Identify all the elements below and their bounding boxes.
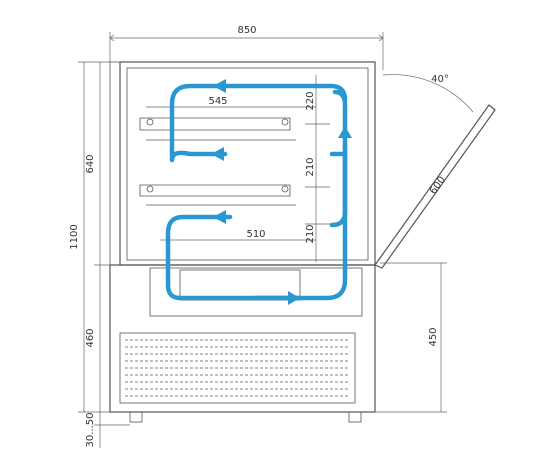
dim-shelf1-depth: 545 [208,96,227,107]
dim-glass-angle: 40° [431,74,449,85]
dim-lower-height: 460 [85,328,96,347]
airflow-arrow [165,79,352,305]
dim-leg-height: 30...50 [85,413,96,448]
dim-shelf3-depth: 510 [246,229,265,240]
dim-upper-height: 640 [85,154,96,173]
dim-gap-middle: 210 [305,157,316,176]
dim-glass-length: 600 [428,175,448,197]
dim-base-height: 450 [428,327,439,346]
dim-overall-width: 850 [237,25,256,36]
dimension-labels: 850 1100 640 460 30...50 450 545 510 220… [69,25,449,448]
dim-gap-bottom: 210 [305,224,316,243]
dimension-lines [78,32,474,448]
dim-gap-top: 220 [305,91,316,110]
dim-overall-height: 1100 [69,224,80,249]
